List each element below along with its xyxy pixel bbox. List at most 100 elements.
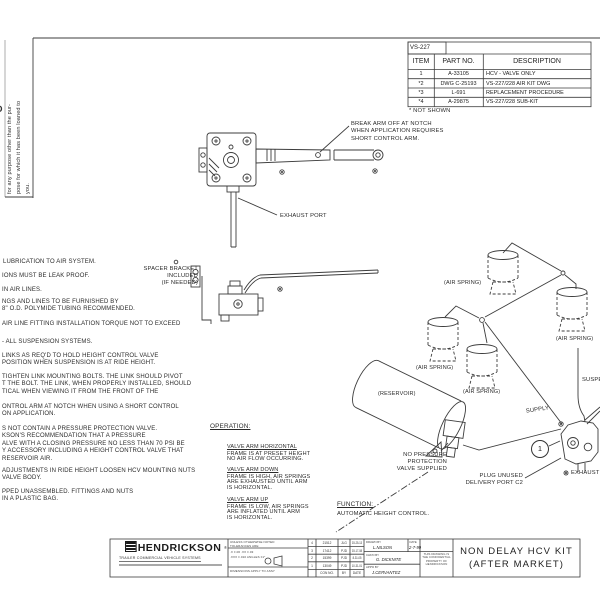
label-reservoir: (RESERVOIR) <box>378 391 416 397</box>
rev-by: PJD <box>340 556 348 561</box>
note-line: LUBRICATION TO AIR SYSTEM. <box>3 259 96 265</box>
brand-subtitle: TRAILER COMMERCIAL VEHICLE SYSTEMS <box>119 556 201 562</box>
air-spring-1 <box>487 250 519 295</box>
rev-con: 15399 <box>322 556 332 561</box>
drawing-title: NON DELAY HCV KIT (AFTER MARKET) <box>460 546 573 570</box>
side-valve <box>173 259 379 324</box>
registered-mark: ® <box>224 545 227 550</box>
tolerance-note: UNLESS OTHERWISE NOTED <box>230 539 275 544</box>
rev-by: PJD <box>340 548 348 553</box>
operation-sub-body: FRAME IS HIGH, AIR SPRINGS ARE EXHAUSTED… <box>227 473 311 492</box>
title-block-grid <box>109 538 581 578</box>
piping <box>444 242 600 451</box>
table-cell: DWG C-25193 <box>440 80 477 87</box>
function-body: AUTOMATIC HEIGHT CONTROL. <box>337 511 430 517</box>
note-line: TIGHTEN LINK MOUNTING BOLTS. THE LINK SH… <box>2 374 192 395</box>
callout-spacer-bracket: SPACER BRACKET INCLUDED (IF NEEDED) <box>143 266 198 286</box>
drawn-by-name: L.NILSON <box>373 544 393 550</box>
checked-by-name: G. DICKNITE <box>376 557 402 562</box>
parts-table-tag: VS-227 <box>410 44 431 51</box>
note-line: PPED UNASSEMBLED. FITTINGS AND NUTS IN A… <box>2 489 134 503</box>
air-spring-3 <box>427 317 459 362</box>
note-line: IONS MUST BE LEAK PROOF. <box>2 272 90 279</box>
label-air-spring: (AIR SPRING) <box>444 280 482 286</box>
confidential-note: THIS DRAWING IS THE CONFIDENTIAL PROPERT… <box>422 552 451 567</box>
rev-header-date: DATE <box>352 571 362 576</box>
table-cell: A-33105 <box>448 71 469 78</box>
item-balloon-1: 1 <box>531 440 549 458</box>
reservoir <box>352 359 466 450</box>
note-line: LINKS AS REQ'D TO HOLD HEIGHT CONTROL VA… <box>2 353 159 367</box>
rev-num: 2 <box>311 556 313 561</box>
table-cell: *3 <box>418 89 424 96</box>
parts-table-col-part: PART NO. <box>442 58 475 65</box>
parts-table-grid <box>407 41 592 108</box>
note-line: AIR LINE FITTING INSTALLATION TORQUE NOT… <box>2 321 181 327</box>
table-cell: VS-227/228 AIR KIT DWG <box>486 80 551 87</box>
callout-exhaust-port: EXHAUST PORT <box>280 213 327 219</box>
rev-con: 17412 <box>322 548 332 553</box>
callout-break-arm: BREAK ARM OFF AT NOTCH WHEN APPLICATION … <box>351 121 444 142</box>
table-cell: *4 <box>418 99 424 106</box>
parts-table-col-desc: DESCRIPTION <box>513 58 561 65</box>
operation-sub-heading: VALVE ARM DOWN <box>227 467 279 473</box>
rev-num: 4 <box>311 541 313 545</box>
hcv-valve <box>524 420 599 479</box>
tolerance-note: DIMENSIONS APPLY TO ASSY <box>230 569 276 573</box>
callout-plug-port: PLUG UNUSED DELIVERY PORT C2 <box>465 473 523 486</box>
operation-sub-body: FRAME IS LOW, AIR SPRINGS ARE INFLATED U… <box>227 503 309 522</box>
table-cell: A-29875 <box>448 99 469 106</box>
label-air-spring: (AIR SPRING) <box>463 389 501 395</box>
brand-logo: HENDRICKSON <box>125 541 221 554</box>
tolerance-note: .XXX ±.010 ANGLES ±1° <box>230 555 266 559</box>
operation-sub-heading: VALVE ARM HORIZONTAL <box>227 444 297 450</box>
margin-loan-note: for any purpose other than the pur- pose… <box>7 100 31 194</box>
air-spring-2 <box>556 287 588 332</box>
label-air-spring: (AIR SPRING) <box>556 336 594 342</box>
label-suspension-cut: SUSPE <box>582 377 600 383</box>
rev-con: 13049 <box>322 563 332 568</box>
operation-sub-heading: VALVE ARM UP <box>227 497 269 503</box>
table-cell: HCV - VALVE ONLY <box>486 71 536 78</box>
rev-by: PJD <box>340 563 348 568</box>
frame-centerline <box>335 471 429 533</box>
rev-date: 8-31-05 <box>352 556 362 561</box>
reservoir-fitting <box>424 419 466 458</box>
checked-by-label: CHK'D BY <box>366 552 379 557</box>
brand-name: HENDRICKSON <box>137 543 222 554</box>
note-line: - ALL SUSPENSION SYSTEMS. <box>2 339 93 345</box>
date-label: DATE <box>409 540 417 544</box>
rev-num: 3 <box>311 548 313 553</box>
parts-table-footnote: * NOT SHOWN <box>409 108 451 114</box>
function-heading: FUNCTION: <box>337 501 374 508</box>
note-line: NGS AND LINES TO BE FURNISHED BY 8" O.D.… <box>2 299 135 313</box>
hendrickson-logo-icon <box>125 541 137 552</box>
rev-date: 03-17-08 <box>351 548 363 553</box>
rev-num: 1 <box>311 563 313 568</box>
table-cell: REPLACEMENT PROCEDURE <box>486 89 564 96</box>
plan-valve <box>198 125 384 248</box>
note-line: IN AIR LINES. <box>2 286 42 293</box>
table-cell: VS-227/228 SUB-KIT <box>486 99 539 106</box>
sheet-border <box>4 37 600 198</box>
callout-no-ppv: NO PRESSURE PROTECTION VALVE SUPPLIED <box>396 452 447 472</box>
label-air-spring: (AIR SPRING) <box>416 365 454 371</box>
table-cell: *2 <box>418 80 424 87</box>
tolerance-note: TOLERANCES ARE: <box>230 543 260 548</box>
note-line: ADJUSTMENTS IN RIDE HEIGHT LOOSEN HCV MO… <box>2 468 196 482</box>
air-spring-4 <box>466 344 498 389</box>
table-cell: 1 <box>419 71 423 78</box>
tolerance-note: .X ±.06 .XX ±.03 <box>230 550 254 554</box>
rev-date: 03-25-13 <box>351 541 363 545</box>
approved-by-label: APP'D BY <box>366 565 379 569</box>
label-exhaust: EXHAUST <box>571 470 600 476</box>
rev-header-by: BY <box>341 571 347 576</box>
brand-address-strip <box>119 564 222 566</box>
rev-date: 10-31-01 <box>351 563 363 568</box>
note-line: S NOT CONTAIN A PRESSURE PROTECTION VALV… <box>2 426 185 462</box>
drawn-by-label: DRAWN BY <box>366 540 381 544</box>
zone-marker: D <box>0 104 3 114</box>
operation-heading: OPERATION: <box>210 423 251 430</box>
